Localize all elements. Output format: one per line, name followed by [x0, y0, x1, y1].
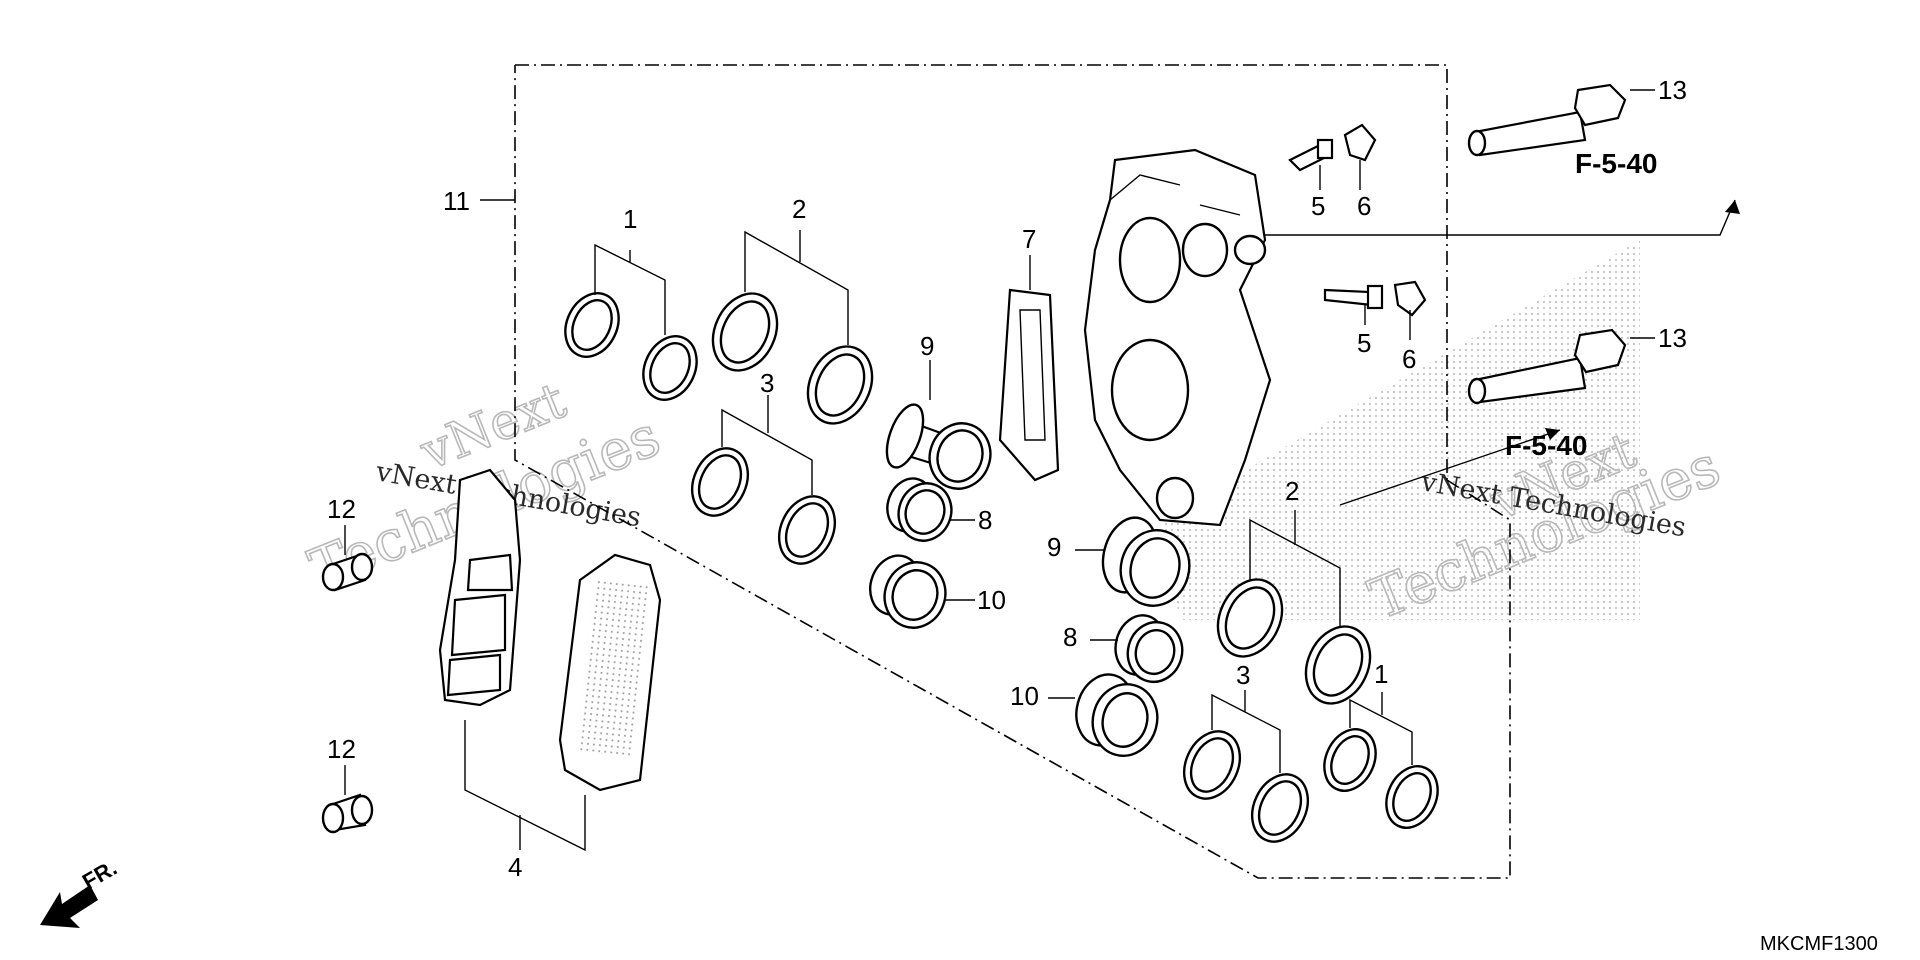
piston-10b — [1075, 673, 1159, 757]
callout-5a: 5 — [1311, 191, 1325, 221]
callout-7: 7 — [1022, 224, 1036, 254]
brake-pad-b — [558, 553, 662, 792]
diagram-code: MKCMF1300 — [1760, 933, 1878, 955]
leader-4 — [464, 720, 586, 852]
dust-seal-3b-inner — [784, 502, 830, 558]
piston-seal-2a-inner — [719, 300, 771, 364]
callout-10b: 10 — [1010, 681, 1039, 711]
callout-8a: 8 — [978, 505, 992, 535]
dust-seal-3a-inner — [697, 454, 743, 510]
piston-seal-2b-inner — [814, 353, 866, 417]
callout-2b: 2 — [1285, 476, 1299, 506]
bleeder-cap-6a — [1343, 123, 1377, 162]
piston-8b — [1114, 614, 1184, 684]
stipple-area — [1160, 240, 1640, 620]
callout-3a: 3 — [760, 368, 774, 398]
piston-seal-2c-inner — [1224, 586, 1276, 650]
piston-seal-1b-inner — [649, 342, 691, 394]
callout-2a: 2 — [792, 194, 806, 224]
leader-2a — [744, 230, 849, 345]
callout-13a: 13 — [1658, 75, 1687, 105]
bleeder-5a — [1288, 138, 1334, 172]
piston-seal-1c-inner — [1330, 735, 1370, 785]
callout-6b: 6 — [1402, 344, 1416, 374]
dust-seal-3d-inner — [1257, 780, 1303, 836]
piston-9b — [1101, 516, 1191, 607]
piston-seal-1d-inner — [1392, 772, 1432, 822]
leader-3b — [1211, 690, 1281, 773]
caliper-bore-2 — [1110, 338, 1190, 442]
callout-10a: 10 — [977, 585, 1006, 615]
callout-9b: 9 — [1047, 532, 1061, 562]
bolt-13b — [1467, 328, 1627, 405]
bolt-13a — [1467, 83, 1627, 157]
piston-seal-1a-inner — [571, 299, 613, 351]
piston-seal-2d-inner — [1312, 633, 1364, 697]
callout-13b: 13 — [1658, 323, 1687, 353]
arrow-ref-top — [1725, 200, 1740, 214]
leader-2b — [1249, 510, 1341, 628]
caliper-body — [1083, 148, 1272, 527]
brake-pad-a — [438, 468, 522, 707]
callout-11: 11 — [443, 186, 470, 216]
assembly-boundary — [514, 64, 1511, 879]
callout-6a: 6 — [1357, 191, 1371, 221]
bleeder-cap-6b — [1393, 280, 1427, 317]
bleeder-5b — [1323, 284, 1384, 310]
leader-3a — [721, 395, 813, 495]
piston-10a — [869, 554, 947, 629]
leader-1b — [1349, 692, 1413, 765]
front-label: FR. — [78, 855, 121, 894]
callout-8b: 8 — [1063, 622, 1077, 652]
leader-ref-bottom — [1339, 429, 1561, 506]
callout-1b: 1 — [1374, 659, 1388, 689]
leader-1a — [594, 243, 666, 335]
callout-9a: 9 — [920, 331, 934, 361]
ref-label-top: F-5-40 — [1575, 148, 1657, 179]
pin-12b — [321, 793, 374, 834]
callout-12b: 12 — [327, 734, 356, 764]
callout-4: 4 — [508, 852, 522, 882]
callout-3b: 3 — [1236, 660, 1250, 690]
ref-label-bottom: F-5-40 — [1505, 430, 1587, 461]
dust-seal-3c-inner — [1189, 737, 1235, 793]
piston-8a — [886, 477, 953, 542]
arrow-ref-bottom — [1545, 428, 1560, 440]
piston-9a — [885, 403, 992, 490]
callout-5b: 5 — [1357, 328, 1371, 358]
callout-1a: 1 — [623, 204, 637, 234]
pad-spring-7 — [998, 288, 1060, 482]
front-arrow — [40, 885, 98, 928]
callout-12a: 12 — [327, 494, 356, 524]
caliper-bore-1 — [1118, 216, 1182, 304]
pin-12a — [321, 552, 374, 592]
